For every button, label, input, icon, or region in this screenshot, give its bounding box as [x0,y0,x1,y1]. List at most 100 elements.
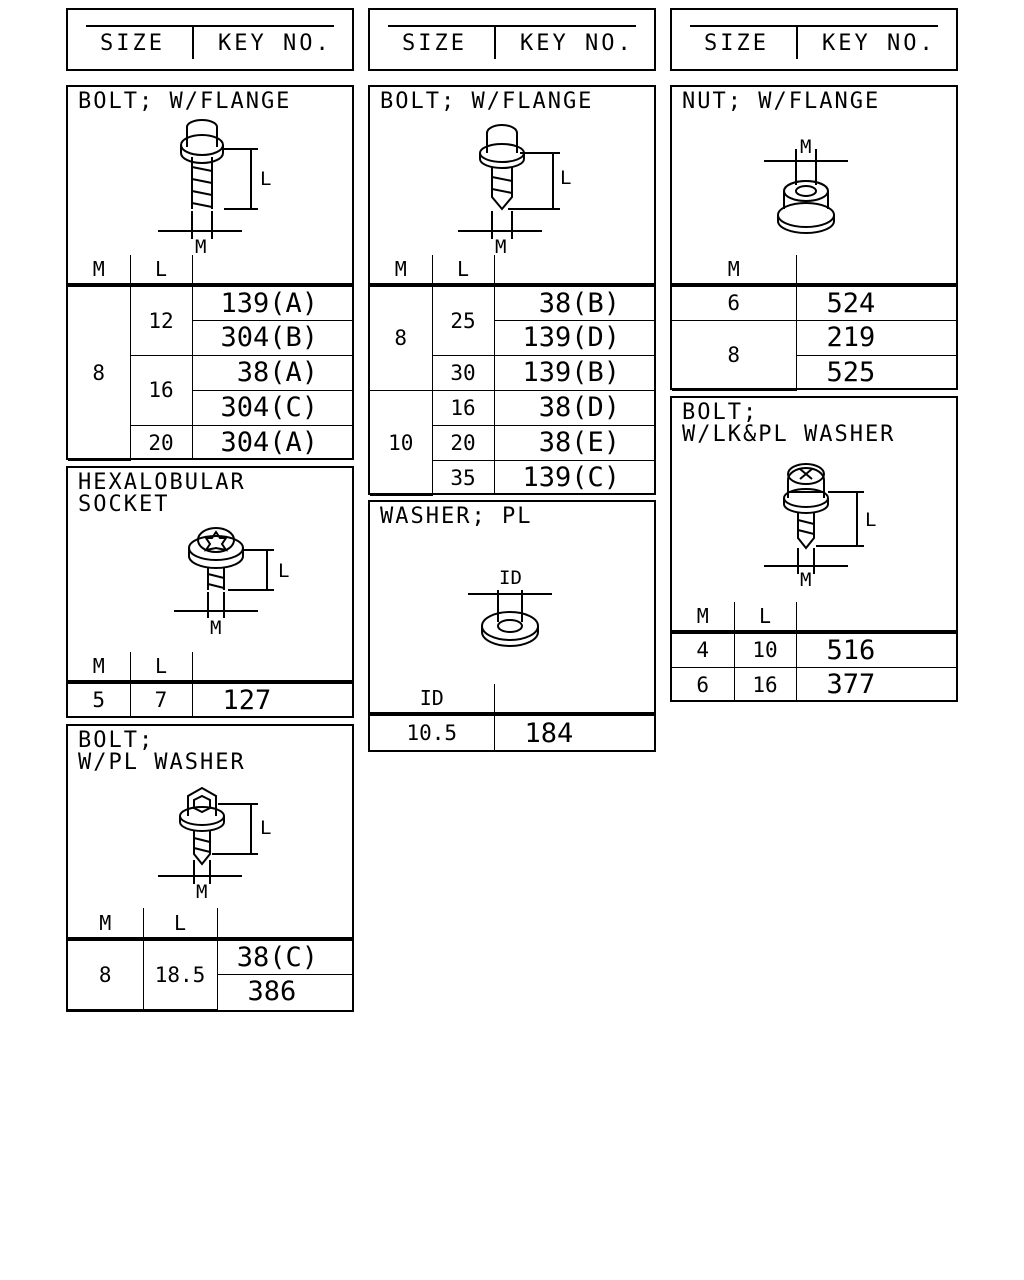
m-cell: 10 [370,389,433,496]
l-cell: 30 [432,354,495,391]
l-cell: 16 [733,666,797,702]
key-cell: 38(C) [216,938,352,975]
dim-l-label: L [865,509,876,531]
l-cell: 12 [129,284,193,356]
key-cell: 386 [217,973,352,1009]
l-cell: 7 [129,681,193,716]
col-key-header [191,652,352,684]
part-title: HEXALOBULAR SOCKET [78,470,246,517]
dim-m-label: M [195,236,206,258]
key-cell: 139(A) [191,284,352,321]
m-cell: 8 [672,319,797,391]
dim-m-label: M [800,569,811,591]
m-cell: 4 [672,631,735,668]
l-cell: 25 [431,284,495,356]
flange-bolt-icon: L M [458,124,571,258]
hexalobular-screw-icon: L M [174,527,289,639]
col-l-header: L [431,255,495,287]
col-l-header: L [129,255,193,287]
key-cell: 377 [795,666,956,702]
flange-bolt-icon: L M [158,119,271,258]
col-m-header: M [68,255,131,287]
id-cell: 10.5 [370,713,495,750]
key-no-label: KEY NO. [822,31,936,56]
col-id-header: ID [370,684,495,716]
size-label: SIZE [100,31,165,56]
col-key-header [795,602,956,634]
key-cell: 219 [795,319,956,356]
key-cell: 38(B) [493,284,654,321]
key-cell: 127 [191,681,352,716]
key-cell: 184 [493,713,654,750]
part-title: BOLT; W/PL WASHER [78,728,246,775]
key-cell: 304(A) [191,424,352,460]
l-cell: 20 [130,424,193,460]
m-cell: 5 [68,681,131,716]
part-title: NUT; W/FLANGE [682,89,881,114]
col-key-header [493,255,654,287]
col-m-header: M [68,908,144,941]
size-header-col1: SIZE KEY NO. [66,8,354,71]
dim-m-label: M [210,617,221,639]
m-cell: 6 [672,666,735,702]
washer-icon: ID [468,567,552,647]
dim-m-label: M [800,136,811,158]
lock-washer-bolt-icon: L M [764,463,876,591]
key-cell: 139(C) [493,459,654,495]
col-key-header [493,684,654,716]
col-l-header: L [733,602,797,634]
dim-m-label: M [495,236,506,258]
key-cell: 38(E) [493,424,654,461]
dim-l-label: L [260,168,271,190]
key-no-label: KEY NO. [218,31,332,56]
col-key-header [216,908,352,941]
l-cell: 16 [130,354,193,426]
size-header-col3: SIZE KEY NO. [670,8,958,71]
col-m-header: M [370,255,433,287]
l-cell: 18.5 [142,938,218,1010]
col-l-header: L [129,652,193,684]
size-label: SIZE [704,31,769,56]
key-no-label: KEY NO. [520,31,634,56]
key-cell: 304(C) [192,389,352,426]
dim-l-label: L [560,167,571,189]
m-cell: 6 [672,284,797,321]
col-m-header: M [672,602,735,634]
col-m-header: M [68,652,131,684]
key-cell: 139(B) [493,354,654,391]
part-title: WASHER; PL [380,504,533,529]
l-cell: 20 [432,424,495,461]
m-cell: 8 [370,284,433,391]
col-m-header: M [672,255,797,287]
part-title: BOLT; W/FLANGE [380,89,594,114]
dim-l-label: L [278,560,289,582]
key-cell: 38(D) [493,389,654,426]
flange-nut-icon: M [764,136,848,234]
l-cell: 16 [431,389,495,426]
col-key-header [191,255,352,287]
washer-bolt-icon: L M [158,786,271,903]
col-l-header: L [142,908,218,941]
part-title: BOLT; W/LK&PL WASHER [682,400,896,447]
key-cell: 38(A) [191,354,352,391]
m-cell: 8 [68,938,144,1010]
key-cell: 304(B) [192,319,352,356]
dim-id-label: ID [499,567,522,589]
m-cell: 8 [68,284,131,461]
dim-l-label: L [260,817,271,839]
size-label: SIZE [402,31,467,56]
l-cell: 35 [432,459,495,495]
col-key-header [795,255,956,287]
key-cell: 139(D) [494,319,654,356]
